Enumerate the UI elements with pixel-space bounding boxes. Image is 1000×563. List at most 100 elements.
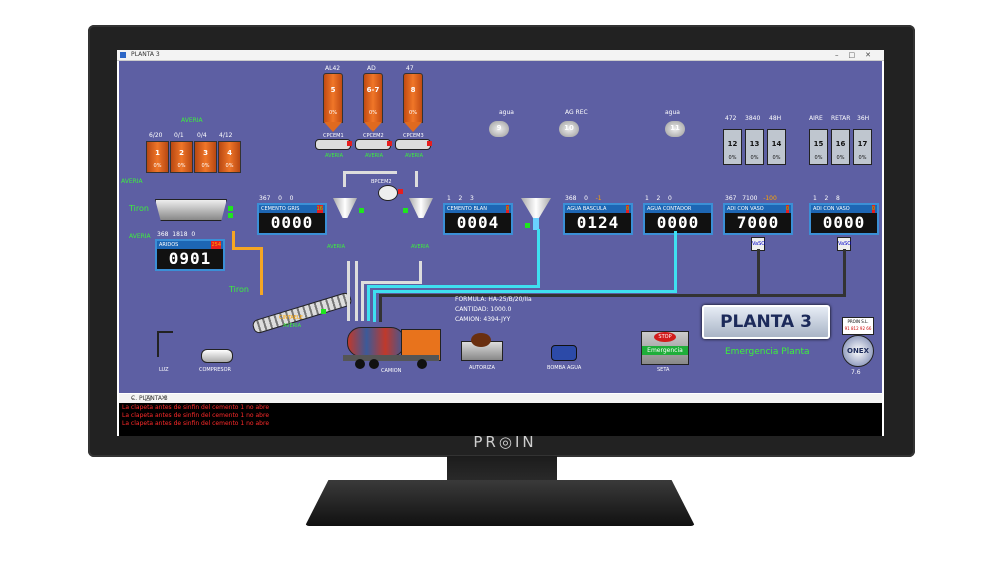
cement-gris-scale[interactable] <box>333 198 357 218</box>
add-tank-17-label: 36H <box>857 115 870 122</box>
water-valve-11[interactable]: 11 <box>665 121 685 137</box>
bpcem2-valve[interactable] <box>378 185 398 201</box>
water-pipe-h2 <box>373 290 677 293</box>
cintaele-averia: AVERIA <box>283 323 302 329</box>
aridos-top-nums: 368 1818 0 <box>157 231 196 238</box>
version-label: 7.6 <box>851 369 861 376</box>
message-line: La clapeta antes de sinfin del cemento 1… <box>122 412 270 419</box>
water-drop <box>533 218 539 230</box>
valve-10-label: AG REC <box>565 109 588 116</box>
agg-label-4: 4/12 <box>219 132 233 139</box>
window-controls[interactable]: –□✕ <box>835 51 881 59</box>
silo-1-top-label: AL42 <box>325 65 341 72</box>
contador-top-nums: 1 2 0 <box>645 195 672 202</box>
monitor-stand-neck <box>447 456 557 484</box>
mixer-truck[interactable] <box>343 323 441 371</box>
aridos-averia: AVERIA <box>129 233 151 240</box>
discharge-averia-2: AVERIA <box>411 244 430 250</box>
silo-1-name: CPCEM1 <box>323 133 344 139</box>
silo-3-name: CPCEM3 <box>403 133 424 139</box>
water-pump-icon[interactable] <box>551 345 577 361</box>
aggregate-weigh-hopper[interactable] <box>155 199 227 221</box>
gris-scale-led <box>359 208 364 213</box>
conveyor-belt[interactable] <box>251 291 353 335</box>
discharge-pipe-1 <box>347 261 350 321</box>
water-pipe-v4 <box>373 290 376 322</box>
light-icon[interactable] <box>157 331 173 357</box>
monitor-stand-base <box>305 480 695 526</box>
blan-scale-led <box>403 208 408 213</box>
water-pipe-h1 <box>367 285 540 288</box>
messages-window: C. PLANTA 3–□✕ La clapeta antes de sinfi… <box>119 394 882 436</box>
adi2-top-nums: 1 2 8 <box>813 195 840 202</box>
aggregate-status: AVERIA <box>181 117 203 124</box>
additive-pipe-v3 <box>379 294 382 322</box>
cement-pipe-h1 <box>343 171 397 174</box>
monitor-brand-logo: PR◎IN <box>473 433 537 451</box>
screw-1[interactable] <box>315 139 351 150</box>
screw-3[interactable] <box>395 139 431 150</box>
add-tank-16-label: RETAR <box>831 115 851 122</box>
conveyor-led <box>321 309 326 314</box>
silo-3-top-label: 47 <box>406 65 414 72</box>
screw-2-led <box>387 141 392 146</box>
truck-wheel-1 <box>355 359 365 369</box>
agg-label-3: 0/4 <box>197 132 207 139</box>
window-titlebar[interactable]: PLANTA 3 –□✕ <box>117 50 884 61</box>
compressor-icon[interactable] <box>201 349 233 363</box>
adi1-top-nums: 367 7100 -100 <box>725 195 777 202</box>
blan-top-nums: 1 2 3 <box>447 195 474 202</box>
emergency-stop-button[interactable]: STOP Emergencia <box>641 331 689 365</box>
cement-pipe-v1 <box>343 171 346 187</box>
window-title: PLANTA 3 <box>131 51 160 58</box>
formula-text: FORMULA: HA-25/B/20/IIa <box>455 296 532 303</box>
messages-window-controls[interactable]: –□✕ <box>131 394 177 402</box>
aggregate-pipe-h <box>232 247 262 250</box>
screw-2[interactable] <box>355 139 391 150</box>
messages-title: C. PLANTA 3 <box>131 395 168 402</box>
onex-logo: ONEX <box>842 335 874 367</box>
additive-pipe-h <box>379 294 846 297</box>
planta-title: PLANTA 3 <box>702 305 830 339</box>
aggregate-averia-left: AVERIA <box>121 178 143 185</box>
aggregate-pipe-v2 <box>260 247 263 295</box>
aggregate-pipe-v1 <box>232 231 235 248</box>
agg-label-2: 0/1 <box>174 132 184 139</box>
emergencia-planta-label: Emergencia Planta <box>725 347 810 357</box>
seta-label: SETA <box>657 367 670 373</box>
water-scale-led <box>525 223 530 228</box>
message-line: La clapeta antes de sinfin del cemento 1… <box>122 420 270 427</box>
water-valve-10[interactable]: 10 <box>559 121 579 137</box>
agua-bascula-scale[interactable] <box>521 198 551 218</box>
messages-titlebar[interactable]: C. PLANTA 3–□✕ <box>119 394 882 403</box>
compresor-label: COMPRESOR <box>199 367 231 373</box>
silo-2-cone <box>364 122 382 132</box>
formula-info: FORMULA: HA-25/B/20/IIa CANTIDAD: 1000.0… <box>455 295 532 325</box>
cement-blan-scale[interactable] <box>409 198 433 218</box>
water-valve-9[interactable]: 9 <box>489 121 509 137</box>
water-pipe-v2 <box>674 231 677 291</box>
agua-contador-display[interactable]: AGUA CONTADOR 0000 <box>643 203 713 235</box>
autoriza-button[interactable] <box>471 333 491 347</box>
